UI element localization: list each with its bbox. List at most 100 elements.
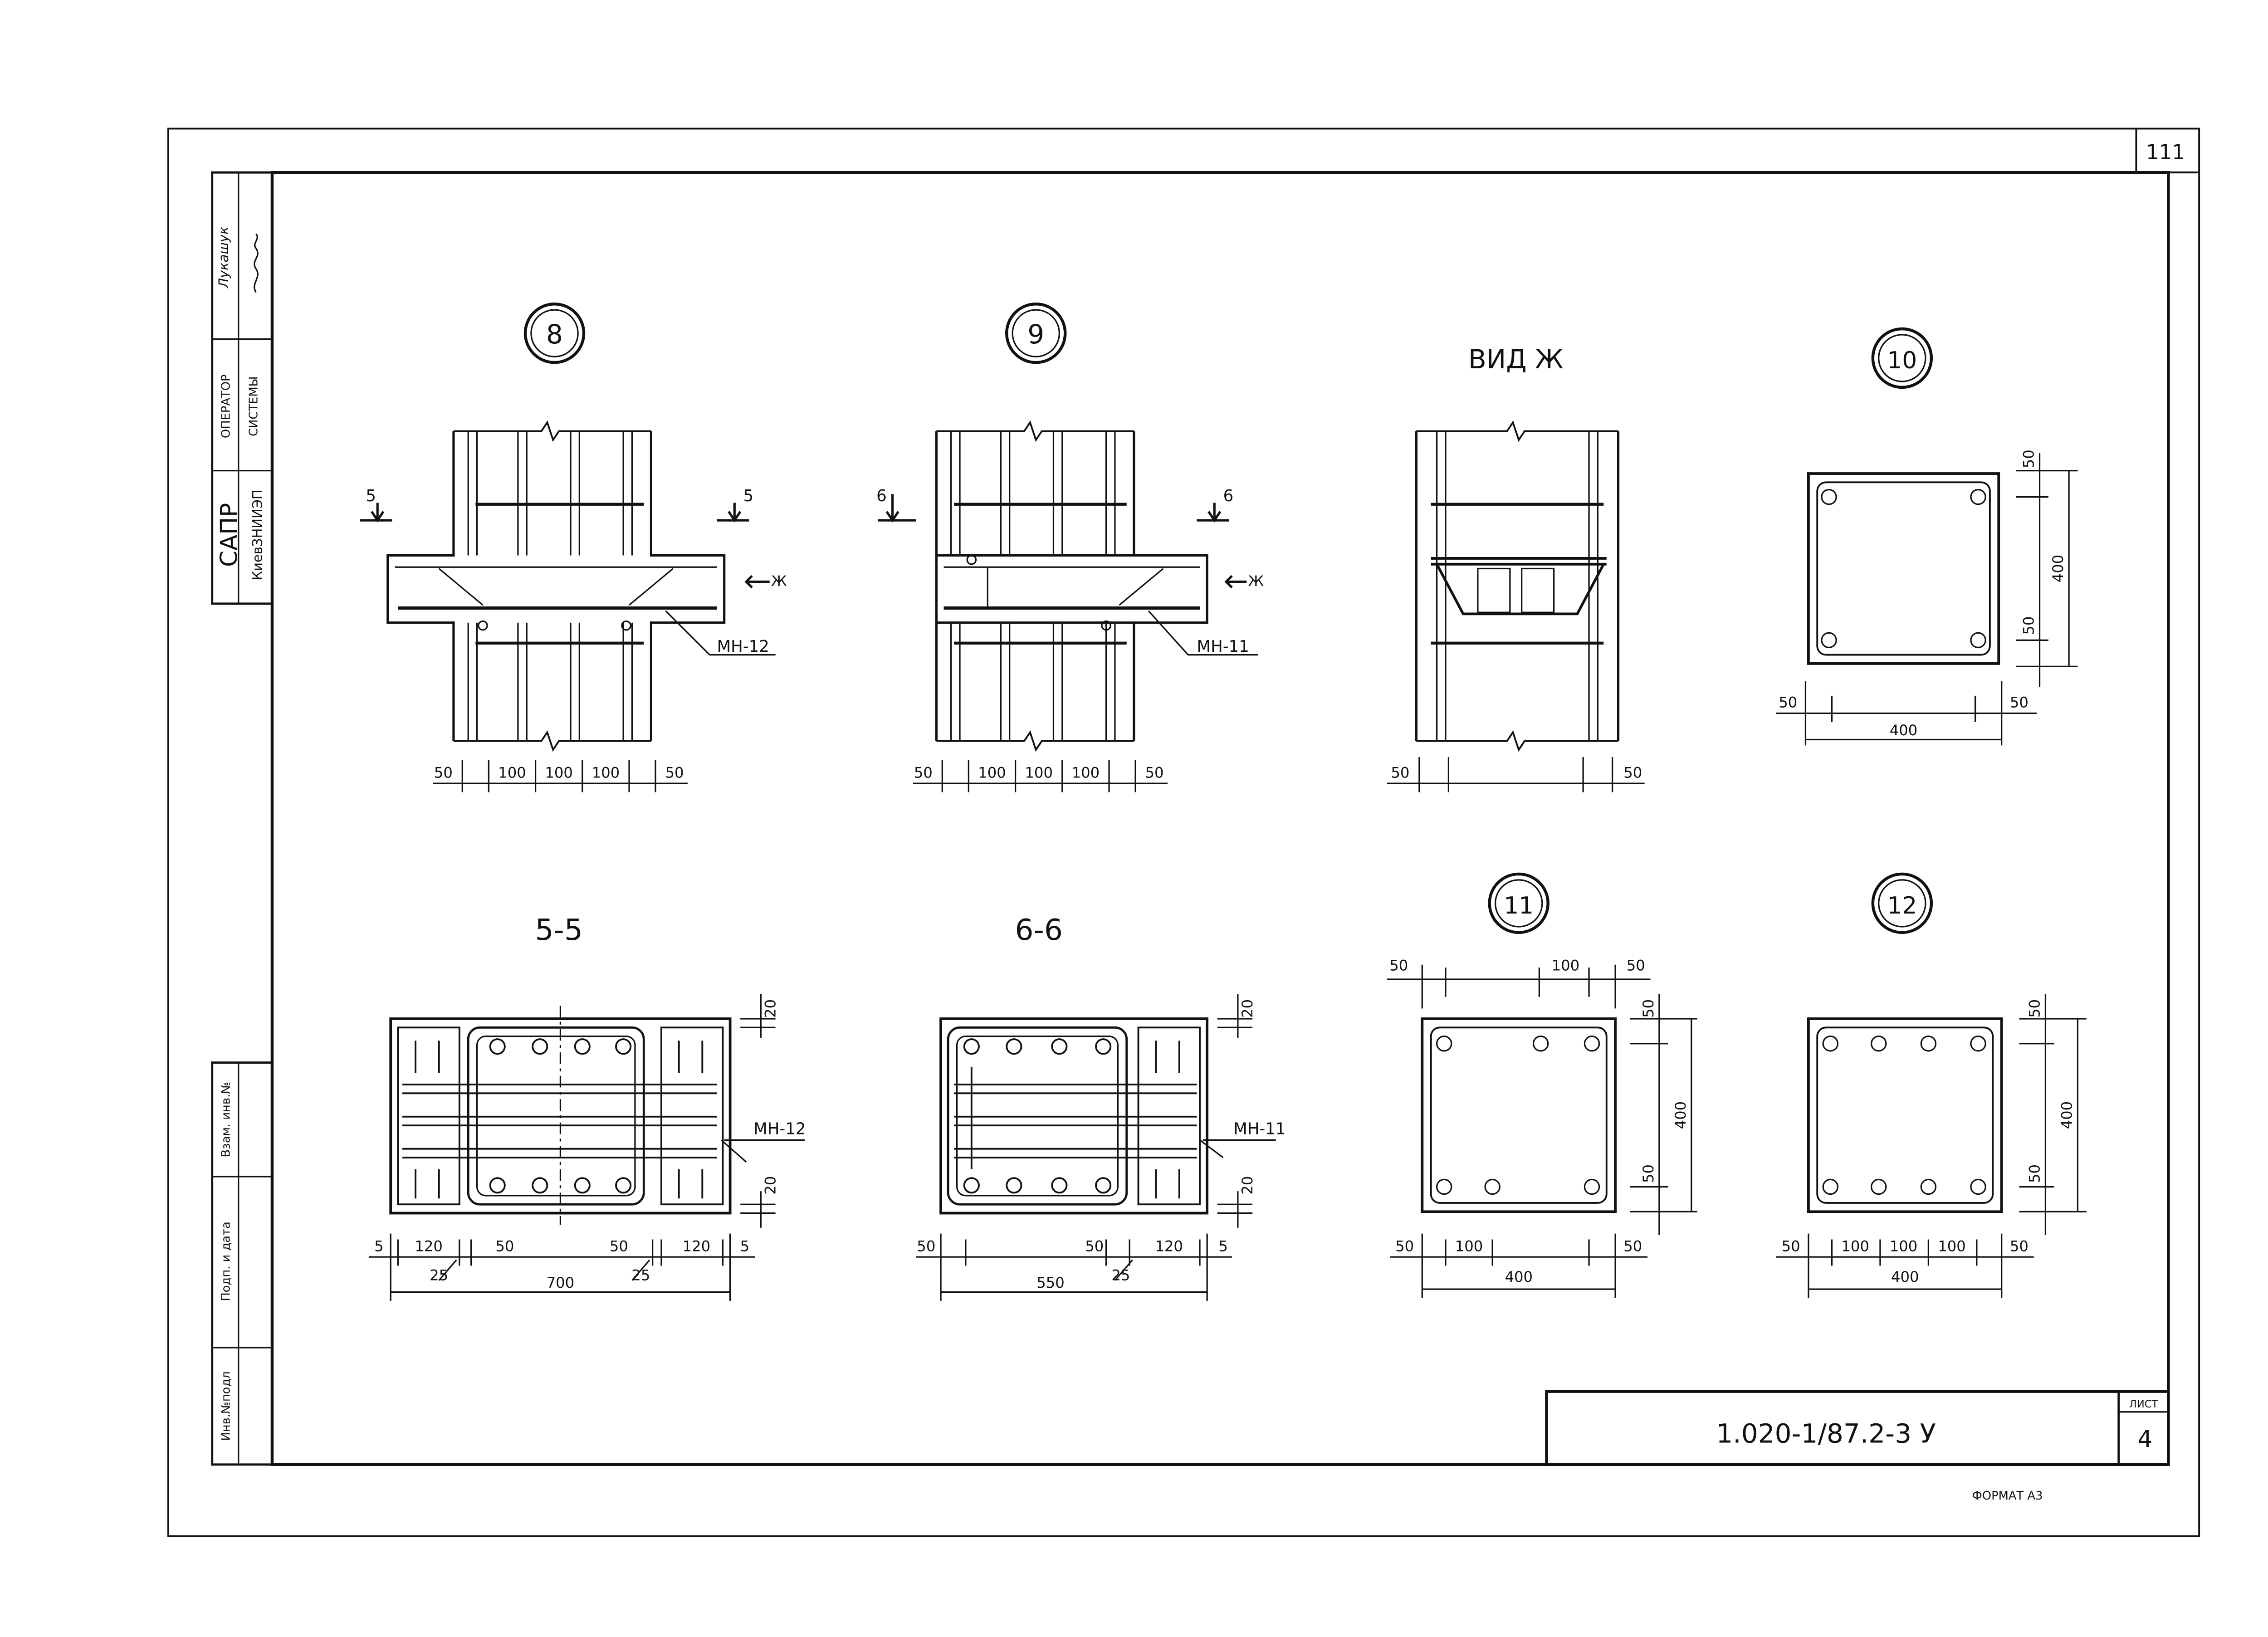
node-12-dim: 50 [1782,1237,1800,1255]
page-number: 111 [2146,140,2185,164]
node-9-drawing: 9 6 6 Ж МН-11 [876,303,1264,792]
view-zh-drawing: ВИД Ж 50 50 [1387,344,1645,792]
node-12-total: 400 [1891,1268,1919,1285]
format-label: ФОРМАТ А3 [1972,1489,2043,1503]
node-11-total: 400 [1505,1268,1533,1285]
node-12-drawing: 12 50 400 50 50 100 100 100 50 400 [1776,872,2087,1298]
node-8-dim: 100 [592,764,620,781]
section-5-5-dim: 5 [740,1237,750,1255]
section-6-6-dim: 20 [1239,999,1256,1018]
side-stamp: САПР КиевЗНИИЭП ОПЕРАТОР СИСТЕМЫ Лукашук… [211,171,274,1466]
node-8-dim: 100 [498,764,526,781]
node-8-rebars [395,431,717,741]
node-11-marker: 11 [1504,892,1534,919]
stamp-replace-inv: Взам. инв.№ [219,1082,233,1158]
section-6-6-title: 6-6 [1015,913,1063,947]
node-8-marker-circle [523,303,586,364]
section-5-5-total: 700 [547,1274,575,1291]
section-5-5-dim: 120 [415,1237,443,1255]
stamp-org-line1: САПР [216,503,243,567]
node-9-view-tag: Ж [1248,572,1264,590]
view-zh-dimension-chain: 50 50 [1387,757,1645,792]
node-8-marker: 8 [546,319,563,350]
sheet-frame: 111 ФОРМАТ А3 [167,127,2200,1537]
section-5-5-dim: 20 [762,1176,779,1195]
node-11-dim: 100 [1455,1237,1483,1255]
node-11-drawing: 11 50 100 50 50 400 50 50 100 50 400 [1387,872,1697,1298]
drawing-code: 1.020-1/87.2-3 У [1716,1418,1936,1449]
sheet-label: ЛИСТ [2129,1398,2158,1410]
node-10-marker: 10 [1887,347,1917,374]
node-9-section-left: 6 [876,487,887,505]
stamp-operator-name: Лукашук [216,226,231,288]
node-9-dim: 100 [1072,764,1100,781]
node-12-dim: 100 [1841,1237,1869,1255]
view-zh-title: ВИД Ж [1468,344,1564,375]
section-6-6-rebars [954,1026,1201,1206]
node-12-dim: 50 [2026,1164,2043,1183]
node-12-dim: 400 [2058,1101,2075,1129]
node-12-dim: 50 [2026,999,2043,1018]
section-5-5-dim: 50 [610,1237,628,1255]
section-6-6-dim: 20 [1239,1176,1256,1195]
view-zh-dim: 50 [1391,764,1409,781]
section-5-5-title: 5-5 [535,913,583,947]
node-8-section-right: 5 [743,487,754,505]
node-10-dim: 50 [2010,694,2028,711]
node-10-dim: 50 [1779,694,1797,711]
stamp-inv: Инв.№подл [219,1371,233,1441]
title-block: 1.020-1/87.2-3 У ЛИСТ 4 [1545,1390,2170,1466]
section-5-5-dim: 20 [762,999,779,1018]
node-11-marker-circle [1488,872,1549,934]
node-8-dim: 50 [665,764,684,781]
section-6-6-dim: 50 [917,1237,935,1255]
section-5-5-dim: 5 [374,1237,384,1255]
node-11-dim: 50 [1640,999,1657,1018]
node-9-marker-circle [1005,303,1067,364]
node-9-marker: 9 [1027,319,1044,350]
node-11-dim: 100 [1552,957,1580,974]
section-5-5-dims: 20 20 5 120 50 50 120 5 25 25 700 [368,994,779,1301]
node-12-dim: 100 [1938,1237,1966,1255]
node-8-dim: 50 [434,764,453,781]
section-6-6-drawing: 6-6 МН-11 20 20 50 50 120 5 25 550 [916,913,1286,1301]
node-10-dims: 50 400 50 50 400 50 [1776,450,2078,746]
stamp-sign-date: Подп. и дата [219,1222,233,1301]
stamp-operator-line2: СИСТЕМЫ [247,376,261,436]
view-zh-rebars [1431,431,1607,741]
section-6-6-total: 550 [1036,1274,1065,1291]
section-6-6-dim: 120 [1155,1237,1183,1255]
section-5-5-rebars [397,1026,724,1206]
node-9-dim: 100 [1025,764,1053,781]
node-10-dim: 50 [2020,616,2038,635]
node-10-dim: 400 [1890,722,1918,739]
node-12-dim: 100 [1890,1237,1918,1255]
section-5-5-drawing: 5-5 МН-12 20 20 5 120 50 50 120 5 [368,913,806,1301]
section-5-5-dim: 50 [495,1237,514,1255]
node-8-drawing: 8 5 5 Ж МН-12 [360,303,787,792]
node-11-dim: 50 [1640,1164,1657,1183]
section-5-5-cover: 25 [430,1267,448,1284]
node-11-dim: 400 [1672,1101,1689,1129]
node-11-dim: 50 [1627,957,1645,974]
node-9-dim: 50 [914,764,933,781]
node-12-dims: 50 400 50 50 100 100 100 50 400 [1776,994,2087,1298]
stamp-org-line2: КиевЗНИИЭП [249,489,265,580]
node-9-section-right: 6 [1223,487,1234,505]
node-11-dim: 50 [1395,1237,1414,1255]
section-5-5-mesh-label: МН-12 [753,1120,806,1139]
node-9-mesh-label: МН-11 [1197,637,1249,656]
node-8-dimension-chain: 50 100 100 100 50 [433,760,688,792]
node-8-mesh-label: МН-12 [717,637,769,656]
view-zh-dim: 50 [1623,764,1642,781]
node-8-dim: 100 [545,764,573,781]
node-10-drawing: 10 50 400 50 50 400 50 [1776,327,2078,746]
node-11-dim: 50 [1389,957,1408,974]
node-12-dim: 50 [2010,1237,2028,1255]
section-6-6-cover: 25 [1111,1267,1130,1284]
node-10-dim: 400 [2049,555,2067,582]
section-6-6-mesh-label: МН-11 [1233,1120,1286,1139]
node-9-rebars [943,431,1200,741]
section-6-6-dims: 20 20 50 50 120 5 25 550 [916,994,1256,1301]
